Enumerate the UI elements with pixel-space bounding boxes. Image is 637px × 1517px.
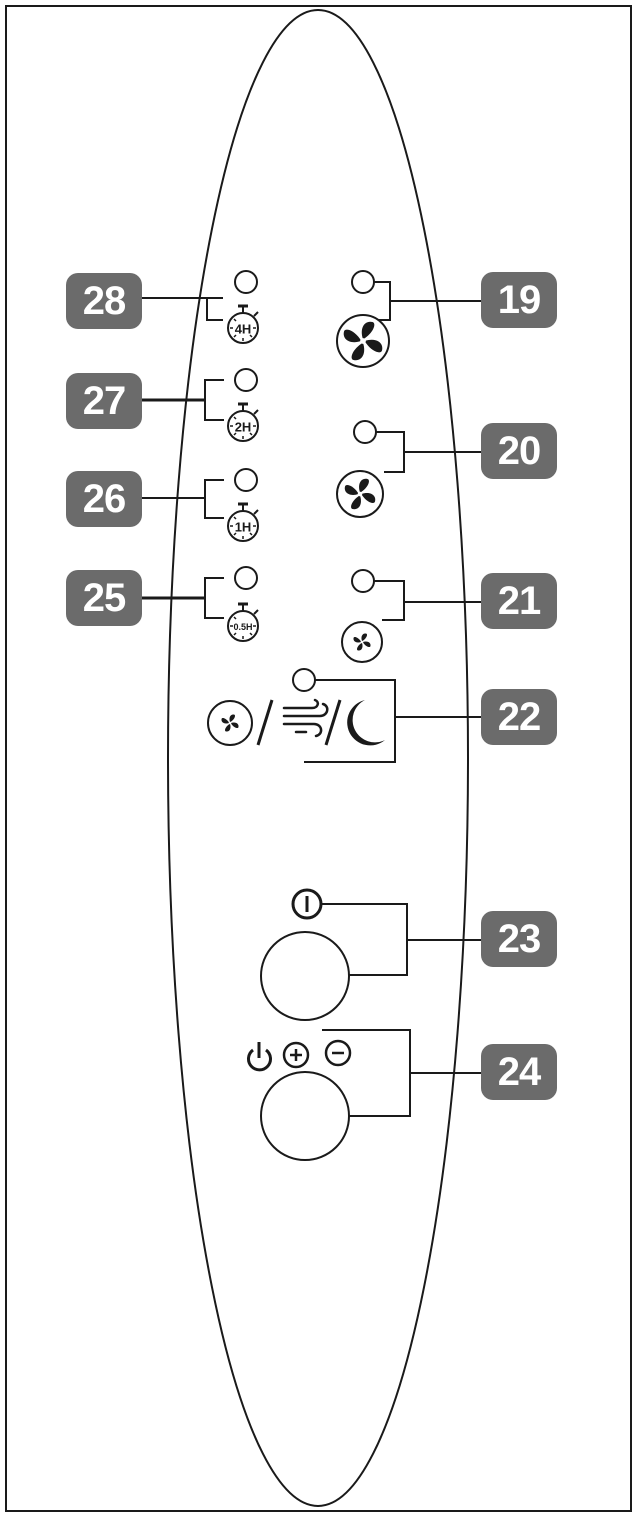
callout-28-number: 28 [83,279,126,323]
fan-low-group [341,569,485,663]
mode-group [207,668,485,763]
timer-05h-button[interactable]: 0.5H [226,602,260,643]
timer-1h-button[interactable]: 1H [226,502,260,543]
fan-high-led [351,270,375,294]
timer-4h-label: 4H [235,322,252,337]
timer-1h-group: 1H [140,468,260,543]
callout-24: 24 [481,1044,557,1100]
timer-1h-label: 1H [235,520,252,535]
slash-separator [324,699,342,746]
bracket [204,479,224,519]
callout-22: 22 [481,689,557,745]
plus-icon [282,1041,310,1069]
callout-20-number: 20 [498,429,541,473]
callout-25: 25 [66,570,142,626]
bracket [204,577,224,619]
fan-medium-button[interactable] [336,470,384,518]
timer-4h-led [234,270,258,294]
callout-27: 27 [66,373,142,429]
callout-19-number: 19 [498,278,541,322]
timer-2h-label: 2H [235,420,252,435]
timer-4h-button[interactable]: 4H [226,304,260,345]
callout-23-number: 23 [498,917,541,961]
callout-26-number: 26 [83,477,126,521]
callout-26: 26 [66,471,142,527]
slash-separator [256,699,274,746]
timer-05h-led [234,566,258,590]
mode-led [292,668,316,692]
mode-button[interactable] [207,698,385,746]
control-panel-outline [167,9,469,1507]
callout-21-number: 21 [498,579,541,623]
power-on-button[interactable] [260,931,350,1021]
timer-4h-group: 4H [140,270,260,345]
page-frame [5,5,632,1512]
standby-group [247,1029,485,1161]
timer-2h-group: 2H [140,368,260,443]
callout-20: 20 [481,423,557,479]
natural-wind-icon [282,698,329,738]
standby-icon [247,1042,272,1072]
timer-05h-label: 0.5H [233,622,252,632]
bracket [204,379,224,421]
bracket [206,297,223,321]
fan-high-group [336,270,485,368]
callout-23: 23 [481,911,557,967]
callout-19: 19 [481,272,557,328]
fan-medium-led [353,420,377,444]
callout-28: 28 [66,273,142,329]
callout-21: 21 [481,573,557,629]
fan-low-button[interactable] [341,621,383,663]
fan-medium-group [336,420,485,518]
bracket [374,580,405,621]
sleep-moon-icon [347,700,385,746]
minus-icon [324,1039,352,1067]
timer-2h-led [234,368,258,392]
timer-2h-button[interactable]: 2H [226,402,260,443]
fan-low-led [351,569,375,593]
bracket [304,679,396,763]
callout-22-number: 22 [498,695,541,739]
fan-high-button[interactable] [336,314,390,368]
power-group [260,888,485,1021]
callout-24-number: 24 [498,1050,542,1094]
timer-1h-led [234,468,258,492]
callout-25-number: 25 [83,576,126,620]
standby-adjust-button[interactable] [260,1071,350,1161]
callout-27-number: 27 [83,379,126,423]
timer-05h-group: 0.5H [140,566,260,643]
